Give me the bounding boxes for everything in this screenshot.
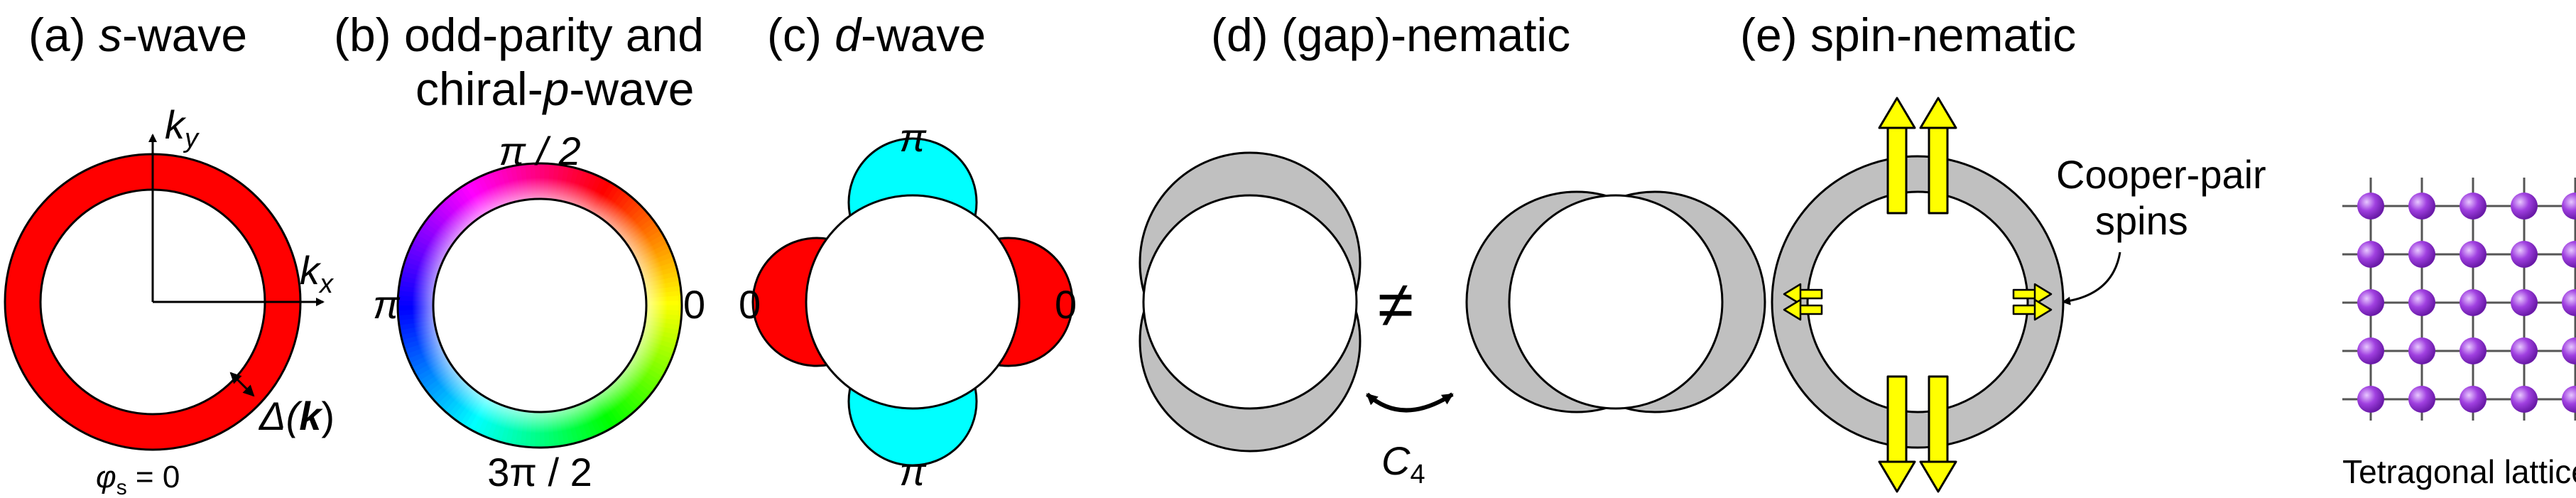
cooper-pair-label-line2: spins — [2095, 198, 2188, 243]
lattice-atom — [2562, 193, 2576, 220]
lattice-grid — [2342, 178, 2576, 421]
lattice-atom — [2408, 289, 2435, 316]
spin-arrow-top-right — [1919, 97, 1957, 215]
panel-a: (a) s-wave ky kx Δ(k) φs = 0 — [4, 9, 335, 498]
lattice-atom — [2562, 337, 2576, 364]
spin-arrow-left-lower — [1783, 298, 1823, 321]
panel-b: (b) odd-parity and chiral-p-wave π / 2 π… — [334, 9, 705, 494]
lattice-label: Tetragonal lattice — [2342, 453, 2576, 490]
panel-d: (d) (gap)-nematic ≠ C4 — [1138, 9, 1766, 489]
lattice-atom — [2408, 386, 2435, 413]
gap-label: Δ(k) — [258, 394, 335, 438]
lattice-atom — [2460, 289, 2487, 316]
lattice-atom — [2357, 386, 2384, 413]
lattice-atom — [2357, 241, 2384, 268]
lattice-atom — [2511, 193, 2538, 220]
lattice-atom — [2460, 241, 2487, 268]
spin-arrow-left-upper — [1783, 283, 1823, 305]
phase-wheel-inner-circle — [432, 197, 648, 413]
phase-label-right: 0 — [683, 282, 705, 327]
panel-d-title: (d) (gap)-nematic — [1211, 9, 1570, 61]
spin-arrow-right-upper — [2012, 283, 2053, 305]
lattice-atom — [2511, 241, 2538, 268]
spin-nematic-inner-edge — [1806, 190, 2029, 413]
not-equal-sign: ≠ — [1378, 269, 1414, 341]
nematic-gap-horizontal — [1465, 190, 1766, 413]
cooper-pair-pointer-arrow — [2062, 251, 2121, 305]
spin-arrow-bottom-left — [1878, 375, 1916, 493]
phase-label-bottom: 3π / 2 — [487, 450, 592, 494]
gap-width-arrow — [229, 372, 255, 397]
phase-label-top: π / 2 — [499, 129, 580, 173]
lattice-atom — [2562, 289, 2576, 316]
d-wave-fermi-surface — [805, 194, 1021, 410]
spin-arrow-top-left — [1878, 97, 1916, 215]
panel-a-title: (a) s-wave — [28, 9, 247, 61]
lattice-atom — [2408, 241, 2435, 268]
ky-axis-label: ky — [165, 102, 200, 153]
kx-axis-label: kx — [300, 248, 335, 299]
lattice-atom — [2562, 386, 2576, 413]
panel-b-title-line2: chiral-p-wave — [415, 63, 694, 115]
lattice-atom — [2357, 337, 2384, 364]
panel-b-title-line1: (b) odd-parity and — [334, 9, 704, 61]
d-wave-label-bottom: π — [899, 449, 927, 494]
phase-label-left: π — [373, 282, 401, 327]
phase-wheel-outer-edge — [396, 162, 683, 449]
c4-rotation-label: C4 — [1381, 438, 1425, 489]
lattice-atom — [2408, 193, 2435, 220]
spin-nematic-gap-ring — [1772, 156, 2063, 448]
d-wave-label-top: π — [899, 115, 927, 160]
d-wave-label-left: 0 — [739, 282, 761, 327]
lattice-atom — [2460, 193, 2487, 220]
spin-arrow-bottom-right — [1919, 375, 1957, 493]
panel-e-title: (e) spin-nematic — [1740, 9, 2076, 61]
panel-c-title: (c) d-wave — [767, 9, 986, 61]
panel-c: (c) d-wave π π 0 0 — [739, 9, 1077, 494]
s-wave-phase-label: φs = 0 — [96, 460, 180, 498]
tetragonal-lattice: Tetragonal lattice — [2342, 178, 2576, 490]
lattice-atom — [2511, 337, 2538, 364]
cooper-pair-label-line1: Cooper-pair — [2056, 152, 2266, 197]
lattice-atom — [2562, 241, 2576, 268]
panel-e: (e) spin-nematic Cooper-pair spins — [1740, 9, 2266, 493]
lattice-atom — [2357, 193, 2384, 220]
d-wave-label-right: 0 — [1055, 282, 1077, 327]
lattice-atom — [2511, 386, 2538, 413]
lattice-atom — [2460, 337, 2487, 364]
lattice-atom — [2460, 386, 2487, 413]
nematic-gap-vertical — [1138, 151, 1362, 453]
c4-rotation-arrow — [1365, 392, 1454, 413]
spin-arrow-right-lower — [2012, 298, 2053, 321]
lattice-atom — [2511, 289, 2538, 316]
lattice-atom — [2408, 337, 2435, 364]
lattice-atom — [2357, 289, 2384, 316]
